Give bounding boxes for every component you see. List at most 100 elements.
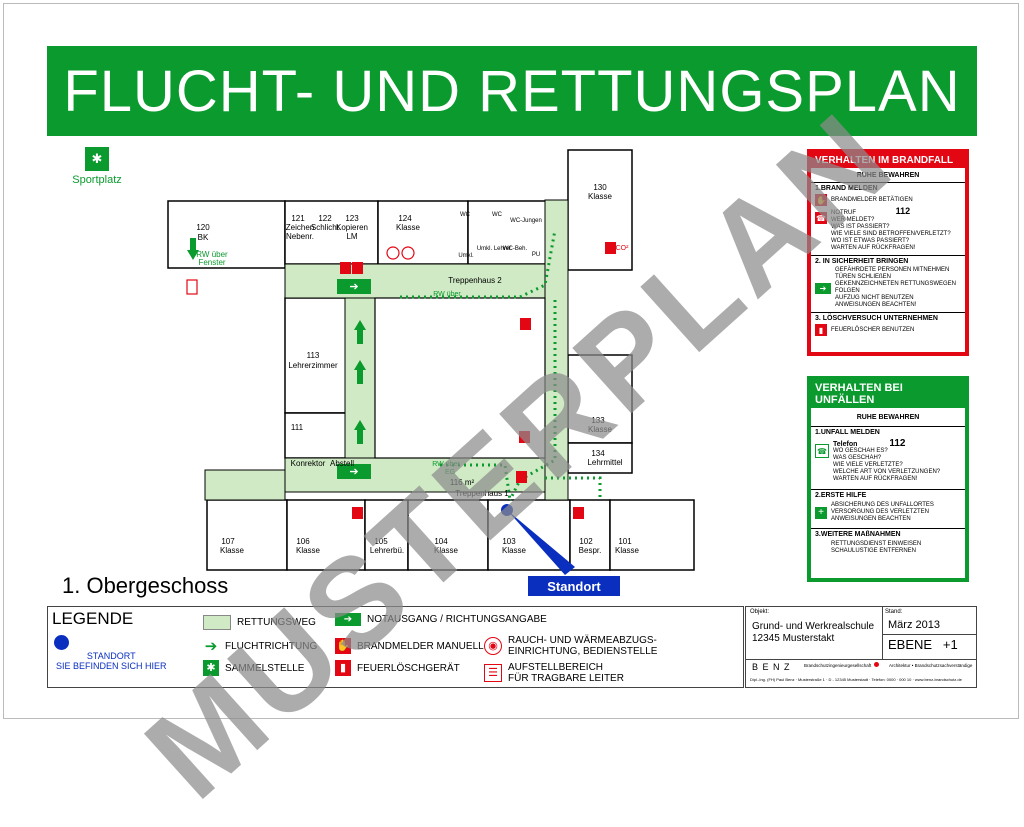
room-111: [284, 412, 356, 459]
first-aid-icon: +: [815, 506, 827, 519]
stand-value: März 2013: [888, 619, 940, 631]
fire-alarm-icon: ✋: [335, 638, 351, 654]
info-divider-v: [882, 607, 883, 659]
legend-standort-2: SIE BEFINDEN SICH HIER: [56, 661, 167, 671]
legend-rauch: ◉ RAUCH- UND WÄRMEABZUGS-EINRICHTUNG, BE…: [484, 635, 657, 657]
smoke-vent-icon: ◉: [484, 637, 502, 655]
fire-panel-title: VERHALTEN IM BRANDFALL: [811, 153, 965, 168]
flight-arrow-icon: ➔: [203, 637, 219, 655]
fire-alarm-1: [340, 262, 351, 274]
standort-legend-icon: [54, 635, 69, 650]
objekt-line-2: 12345 Musterstakt: [752, 633, 835, 644]
label-konrektor: Konrektor: [291, 459, 326, 468]
fire-step-1-lines: NOTRUF 112 WER MELDET? WAS IST PASSIERT?…: [831, 207, 951, 252]
label-rw2: Fenster: [198, 258, 225, 267]
fire-step-2: 2. IN SICHERHEIT BRINGEN: [815, 258, 909, 265]
legend-notausgang: ➔ NOTAUSGANG / RICHTUNGSANGABE: [335, 613, 547, 626]
label-123: 123: [345, 214, 359, 223]
fire-s2e: ANWEISUNGEN BEACHTEN!: [835, 302, 917, 308]
label-130a: Klasse: [588, 192, 613, 201]
legend-rettungsweg: RETTUNGSWEG: [203, 615, 316, 630]
ebene-value: EBENE +1: [888, 637, 958, 652]
sportplatz-label: Sportplatz: [72, 174, 122, 186]
standort-label: Standort: [528, 576, 620, 596]
legend-rauch-1: RAUCH- UND WÄRMEABZUGS-: [508, 635, 657, 646]
label-103a: Klasse: [502, 546, 527, 555]
label-rwueber: RW über: [433, 291, 461, 298]
svg-text:➔: ➔: [349, 281, 358, 293]
exit-sign-icon: ➔: [815, 282, 831, 294]
accident-step-2-row: + ABSICHERUNG DES UNFALLORTES VERSORGUNG…: [815, 502, 961, 523]
courtyard: [374, 297, 546, 459]
label-120b: BK: [198, 233, 209, 242]
legend-fluchtrichtung: ➔ FLUCHTRICHTUNG: [203, 638, 317, 654]
accident-s3b: SCHAULUSTIGE ENTFERNEN: [831, 548, 917, 554]
fire-s1d: WAS IST PASSIERT?: [831, 224, 890, 230]
label-wcbeh: WC-Beh.: [503, 246, 528, 252]
ladder-marker: [186, 279, 198, 295]
fire-step-1a: BRANDMELDER BETÄTIGEN: [831, 196, 913, 203]
accident-s3a: RETTUNGSDIENST EINWEISEN: [831, 541, 922, 547]
label-121a: Zeichen: [286, 223, 314, 232]
label-104: 104: [434, 537, 448, 546]
ladder-icon: ☰: [484, 664, 502, 682]
legend-aufstell-2: FÜR TRAGBARE LEITER: [508, 673, 624, 684]
fire-step-2-lines: GEFÄHRDETE PERSONEN MITNEHMEN TÜREN SCHL…: [835, 267, 961, 309]
extinguisher-1: [352, 262, 363, 274]
company-contact: Dipl.-Ing. (FH) Paul Benz · Musterstraße…: [750, 677, 962, 682]
label-th1: Treppenhaus 1: [455, 489, 509, 498]
company-subtitle: Brandschutzingenieurgesellschaft: [804, 663, 872, 668]
label-abstell: Abstell: [330, 459, 354, 468]
floor-label: 1. Obergeschoss: [62, 573, 229, 598]
fire-s2a: GEFÄHRDETE PERSONEN MITNEHMEN: [835, 267, 950, 273]
assembly-point-icon: ✱: [85, 147, 109, 171]
legend-brandmelder-label: BRANDMELDER MANUELL: [357, 640, 484, 652]
floor-plan: ➔ ➔ 120 BK RW über Fenster 121 Zeichen N…: [167, 149, 695, 575]
arrow-up-1: [354, 320, 366, 344]
label-113: 113: [307, 351, 320, 360]
fire-step-1: 1.BRAND MELDEN: [815, 185, 878, 192]
label-134a: Lehrmittel: [587, 458, 622, 467]
label-121b: Nebenr.: [286, 232, 314, 241]
fire-step-1-row-a: ✋ BRANDMELDER BETÄTIGEN: [815, 194, 961, 206]
fire-alarm-3: [520, 318, 531, 330]
objekt-label: Objekt:: [750, 609, 770, 615]
accident-step-3: 3.WEITERE MAßNAHMEN: [815, 531, 901, 538]
extinguisher-2: [519, 431, 530, 443]
fire-step-3-row: ▮ FEUERLÖSCHER BENUTZEN: [815, 324, 961, 336]
label-103: 103: [502, 537, 516, 546]
label-104a: Klasse: [434, 546, 459, 555]
extinguisher-3: [352, 507, 363, 519]
fire-s1e: WIE VIELE SIND BETROFFEN/VERLETZT?: [831, 231, 951, 237]
fire-step-3: 3. LÖSCHVERSUCH UNTERNEHMEN: [815, 315, 938, 322]
accident-step-2: 2.ERSTE HILFE: [815, 492, 867, 499]
label-106: 106: [296, 537, 310, 546]
room-105: [364, 499, 409, 571]
page-frame: [3, 3, 1019, 719]
label-122: 122: [318, 214, 332, 223]
svg-text:➔: ➔: [349, 466, 358, 478]
exit-sign-2: [337, 464, 371, 479]
fire-ruhe: RUHE BEWAHREN: [856, 172, 920, 179]
fire-s3a: FEUERLÖSCHER BENUTZEN: [831, 326, 915, 333]
label-umkl2: Umkl. Lehrer: [477, 246, 511, 252]
accident-step-2-lines: ABSICHERUNG DES UNFALLORTES VERSORGUNG D…: [831, 502, 934, 523]
fire-s2b: TÜREN SCHLIEßEN: [835, 274, 892, 280]
legend: LEGENDE STANDORT SIE BEFINDEN SICH HIER …: [47, 606, 744, 688]
accident-ruhe: RUHE BEWAHREN: [856, 414, 920, 421]
label-pu: PU: [532, 252, 540, 258]
stand-label: Stand:: [885, 609, 903, 615]
label-123a: Kopieren: [336, 223, 368, 232]
legend-rauch-2: EINRICHTUNG, BEDIENSTELLE: [508, 646, 658, 657]
label-th2: Treppenhaus 2: [448, 276, 502, 285]
fire-alarm-2: [516, 471, 527, 483]
legend-rauch-text: RAUCH- UND WÄRMEABZUGS-EINRICHTUNG, BEDI…: [508, 635, 657, 657]
label-120: 120: [196, 223, 210, 232]
label-wc3: WC-Jungen: [510, 218, 542, 224]
accident-step-1-row: ☎ Telefon 112 WO GESCHAH ES? WAS GESCHAH…: [815, 439, 961, 483]
fire-procedure-panel: VERHALTEN IM BRANDFALL RUHE BEWAHREN 1.B…: [807, 149, 969, 356]
rooms-121-123: [284, 200, 379, 265]
accident-s1b: WAS GESCHAH?: [833, 455, 882, 461]
extinguisher-5: [605, 242, 616, 254]
